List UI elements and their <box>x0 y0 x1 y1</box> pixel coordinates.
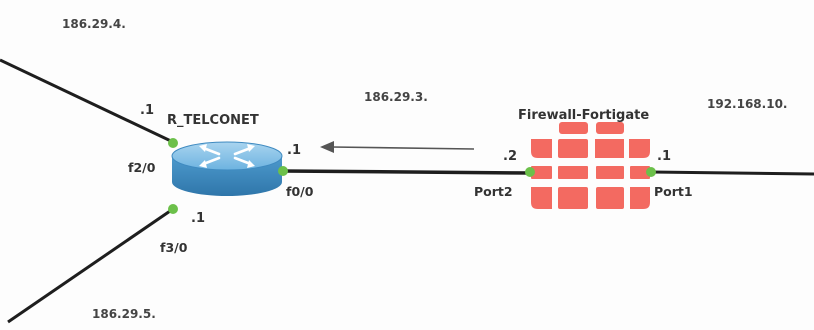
firewall-port2[interactable] <box>525 167 535 177</box>
firewall-port2-interface-label: Port2 <box>474 184 513 199</box>
firewall-name-label: Firewall-Fortigate <box>518 108 649 123</box>
link-router-f3-bottom-left <box>7 207 174 324</box>
router-f2-port[interactable] <box>168 138 178 148</box>
network-label-bottom-left: 186.29.5. <box>92 307 156 321</box>
link-firewall-to-right <box>650 170 814 176</box>
firewall-port1[interactable] <box>646 167 656 177</box>
router-f0-interface-label: f0/0 <box>286 184 314 199</box>
router-f3-interface-label: f3/0 <box>160 240 188 255</box>
firewall-port1-ip-label: .1 <box>657 149 671 164</box>
network-label-right: 192.168.10. <box>707 97 787 111</box>
firewall-port2-ip-label: .2 <box>503 149 517 164</box>
router-name-label: R_TELCONET <box>167 113 259 128</box>
traffic-direction-arrow <box>320 141 475 153</box>
router-f0-port[interactable] <box>278 166 288 176</box>
network-label-top-left: 186.29.4. <box>62 17 126 31</box>
firewall-port1-interface-label: Port1 <box>654 184 693 199</box>
router-f3-port[interactable] <box>168 204 178 214</box>
router-f0-ip-label: .1 <box>287 143 301 158</box>
router-f2-interface-label: f2/0 <box>128 160 156 175</box>
link-router-to-firewall <box>281 169 532 175</box>
fortinet-logo-icon[interactable] <box>531 122 650 209</box>
router-f3-ip-label: .1 <box>191 211 205 226</box>
router-icon[interactable] <box>171 141 283 196</box>
router-f2-ip-label: .1 <box>140 103 154 118</box>
network-label-middle: 186.29.3. <box>364 90 428 104</box>
link-router-f2-top-left <box>0 58 174 144</box>
